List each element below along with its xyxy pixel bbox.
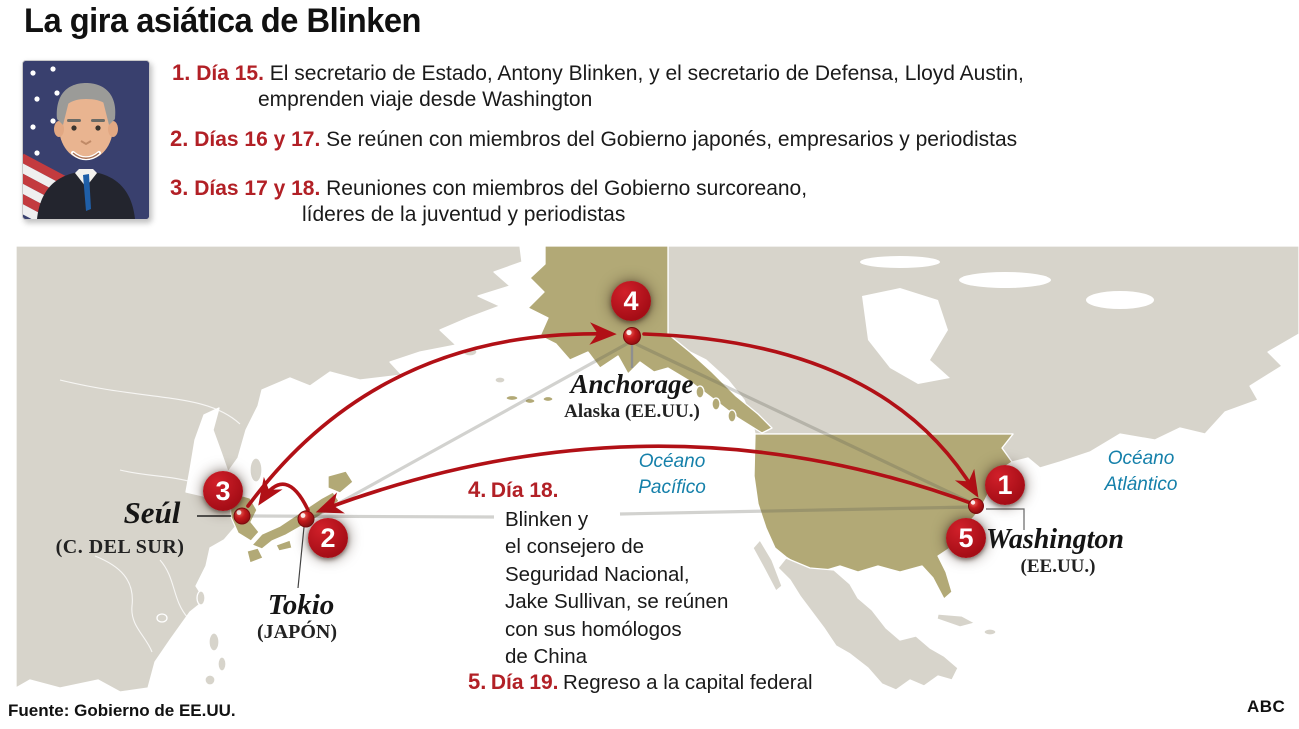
seoul-pin xyxy=(233,507,251,525)
anchorage-label: Anchorage xyxy=(570,369,694,399)
legend-item-1-text: El secretario de Estado, Antony Blinken,… xyxy=(269,62,1024,85)
note-4-line-5: con sus homólogos xyxy=(505,618,682,641)
anchorage-sublabel: Alaska (EE.UU.) xyxy=(564,401,700,422)
pacific-ocean-label-line-1: Océano xyxy=(638,451,706,472)
stop-badge-3: 3 xyxy=(203,471,243,511)
route-seoul-to-anchorage xyxy=(246,322,617,508)
route-washington-to-tokyo xyxy=(315,444,978,514)
atlantic-ocean-label-line-2: Atlántico xyxy=(1104,474,1178,495)
stop-badge-2: 2 xyxy=(308,518,348,558)
face xyxy=(59,94,113,160)
legend-item-2-number: 2. xyxy=(170,126,189,151)
washington-label: Washington xyxy=(986,524,1124,555)
label-leaders xyxy=(197,345,1025,589)
note-4-days: Día 18. xyxy=(490,479,559,502)
stop-badge-4: 4 xyxy=(611,281,651,321)
note-4-number: 4. xyxy=(468,477,487,502)
seoul-sublabel: (C. DEL SUR) xyxy=(55,536,185,558)
page-title: La gira asiática de Blinken xyxy=(24,2,422,40)
legend-item-3-text: Reuniones con miembros del Gobierno surc… xyxy=(326,177,808,200)
city-pins xyxy=(233,327,984,528)
source-credit: Fuente: Gobierno de EE.UU. xyxy=(8,701,236,720)
legend-item-2-line-1: 2. Días 16 y 17. Se reúnen con miembros … xyxy=(170,126,1017,152)
legend-item-3-line-1: 3. Días 17 y 18. Reuniones con miembros … xyxy=(170,175,807,201)
blinken-portrait-illustration xyxy=(23,61,149,219)
land-japan xyxy=(327,470,354,494)
stop-badge-1: 1 xyxy=(985,465,1025,505)
route-anchorage-to-washington xyxy=(642,332,979,498)
anchorage-pin xyxy=(623,327,641,345)
note-5-days: Día 19. xyxy=(490,671,559,694)
leader-lines xyxy=(245,339,973,520)
flag-stars xyxy=(30,66,60,156)
note-5: 5. Día 19. Regreso a la capital federal xyxy=(468,669,813,697)
legend-item-1-line-2: emprenden viaje desde Washington xyxy=(258,88,593,111)
note-4-heading: 4. Día 18. xyxy=(468,477,559,503)
washington-pin xyxy=(968,498,984,514)
legend-item-1-days: Día 15. xyxy=(196,62,264,85)
land-alaska xyxy=(527,245,773,434)
legend-item-1-line-1: 1. Día 15. El secretario de Estado, Anto… xyxy=(172,60,1024,86)
note-4-line-4: Jake Sullivan, se reúnen xyxy=(505,590,729,613)
legend-item-3-days: Días 17 y 18. xyxy=(194,177,321,200)
abc-logo: ABC xyxy=(1247,697,1286,716)
pacific-ocean-label-line-2: Pacífico xyxy=(638,477,706,498)
legend-item-3-number: 3. xyxy=(170,175,189,200)
landmasses xyxy=(15,245,1299,693)
land-mexico xyxy=(777,557,959,691)
note-5-text: Regreso a la capital federal xyxy=(562,671,813,694)
land-eurasia xyxy=(15,245,523,693)
hair xyxy=(56,83,116,119)
tokyo-pin xyxy=(297,510,315,528)
note-5-number: 5. xyxy=(468,669,487,694)
seoul-label: Seúl xyxy=(123,495,181,530)
legend-item-3-line-2: líderes de la juventud y periodistas xyxy=(302,203,626,226)
tokyo-sublabel: (JAPÓN) xyxy=(257,621,337,643)
stop-badge-5: 5 xyxy=(946,518,986,558)
note-4-line-6: de China xyxy=(505,645,588,668)
route-tokyo-to-seoul xyxy=(258,476,310,512)
note-4-line-1: Blinken y xyxy=(505,508,589,531)
atlantic-ocean-label-line-1: Océano xyxy=(1107,448,1175,469)
legend-item-1-number: 1. xyxy=(172,60,191,85)
blinken-photo xyxy=(22,60,150,220)
legend-item-2-text: Se reúnen con miembros del Gobierno japo… xyxy=(326,128,1018,151)
tokyo-label: Tokio xyxy=(267,589,335,621)
washington-sublabel: (EE.UU.) xyxy=(1020,556,1096,577)
note-4-line-2: el consejero de xyxy=(505,535,645,558)
note-4-line-3: Seguridad Nacional, xyxy=(505,563,690,586)
tie xyxy=(83,174,91,211)
legend-item-2-days: Días 16 y 17. xyxy=(194,128,321,151)
